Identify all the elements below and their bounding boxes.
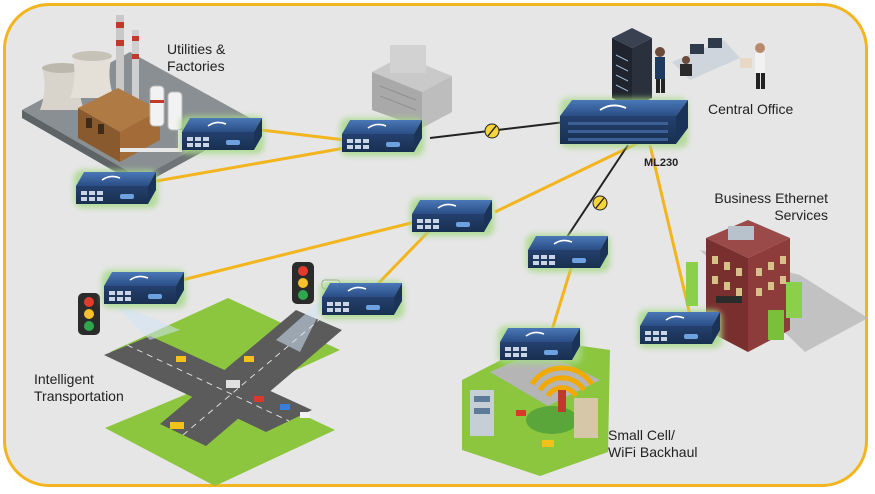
aggregation-chassis-icon [560, 98, 688, 148]
network-switch-icon [74, 170, 158, 208]
server-rack-icon [612, 28, 652, 108]
office-building-icon [686, 220, 868, 352]
link-mid-ml230 [494, 140, 641, 214]
network-switch-icon [638, 310, 722, 348]
traffic-light-icon [292, 262, 314, 304]
link-ml230-wan [564, 144, 629, 241]
link-ml230-business [648, 144, 692, 316]
fiber-connector-icon [484, 123, 500, 139]
network-switch-icon [340, 118, 424, 156]
links [144, 121, 692, 331]
link-wan-smallcell [550, 264, 574, 331]
wifi-signal-icon [529, 365, 595, 412]
fiber-connector-icon [592, 195, 608, 211]
intersection-icon [104, 292, 342, 486]
network-switch-icon [410, 198, 494, 236]
label-central-office: Central Office [708, 101, 794, 117]
link-factory2-hub [144, 146, 346, 185]
link-mid-traffic [169, 220, 416, 285]
label-utilities: Utilities & Factories [167, 41, 226, 74]
operator-desk-icon [655, 38, 765, 93]
network-switch-icon [180, 116, 264, 154]
network-switch-icon [320, 281, 404, 319]
label-small-cell: Small Cell/ WiFi Backhaul [608, 427, 698, 460]
traffic-light-icon [78, 293, 100, 335]
network-switch-icon [498, 326, 582, 364]
label-intelligent-transportation: Intelligent Transportation [34, 371, 124, 404]
factory-icon [22, 15, 250, 186]
datacenter-building-icon [372, 45, 452, 128]
label-business-ethernet: Business Ethernet Services [714, 190, 828, 223]
network-switch-icon [526, 234, 610, 272]
network-switch-icon [102, 270, 186, 308]
label-ml230: ML230 [644, 157, 679, 169]
